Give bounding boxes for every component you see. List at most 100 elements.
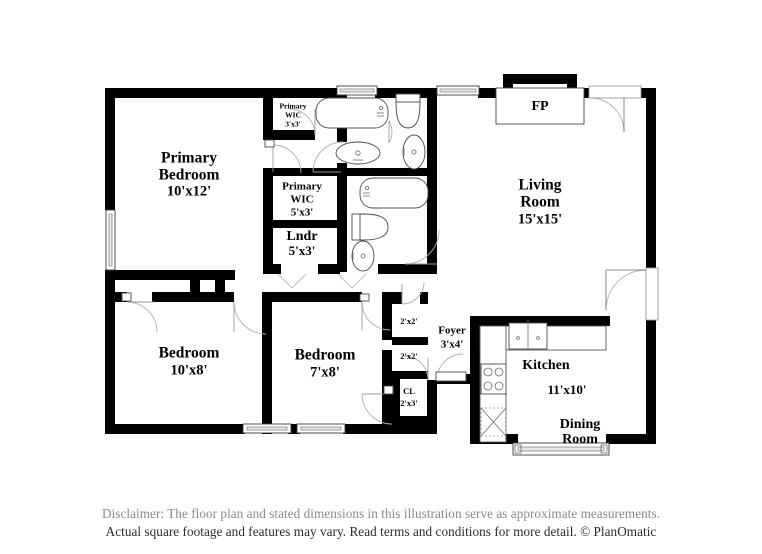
tub-1-drain — [378, 106, 383, 111]
toilet-1 — [395, 97, 421, 129]
window-top-2-pane — [439, 88, 477, 93]
kitchen-dishwasher — [480, 407, 507, 437]
bathtub-2 — [359, 177, 429, 209]
label-laundry-line1: Lndr — [286, 229, 317, 244]
door-arc-closet-a — [401, 281, 425, 305]
kitchen-fixtures-group — [479, 320, 607, 443]
wall-bed2-closet-div — [190, 270, 200, 292]
windows-group — [105, 85, 610, 456]
disclaimer-line-1: Disclaimer: The floor plan and stated di… — [102, 506, 660, 521]
label-primary-wic-small-line2: WIC — [285, 111, 301, 120]
wall-bed2-bed3-divider — [262, 292, 272, 434]
window-dining-jamb-left — [514, 444, 522, 454]
wall-bath-right-lower — [427, 150, 437, 272]
door-arc-bath1 — [312, 141, 344, 173]
label-kitchen-line1: Kitchen — [522, 358, 570, 373]
label-dining-line1: Dining — [560, 417, 600, 432]
wall-bed3-right-a — [382, 292, 392, 340]
window-dining-pane — [517, 446, 605, 452]
window-dining-jamb-right — [600, 444, 608, 454]
wall-bottom-left — [105, 424, 245, 434]
label-primary-wic-small-dim: 3'x3' — [285, 120, 300, 129]
wall-fp-top — [503, 74, 577, 84]
wall-right-upper — [646, 88, 656, 270]
wall-bed3-top — [272, 292, 362, 302]
bath-fixtures-group — [315, 93, 429, 272]
wall-closet-a-right — [420, 292, 428, 304]
bathtub-1 — [315, 97, 389, 129]
wall-dining-bottom-right — [606, 434, 656, 444]
door-leaf-entry — [645, 267, 659, 321]
door-arc-bed2-hall — [233, 301, 267, 335]
wall-right-lower — [646, 320, 656, 444]
burner-4 — [494, 381, 504, 391]
window-left-1-pane — [108, 213, 113, 267]
fireplace-group — [495, 87, 585, 125]
label-closet-b-dim: 2'x2' — [400, 351, 417, 361]
wall-wic-small-bottom — [263, 130, 315, 140]
sink-2-drain — [360, 253, 366, 259]
wall-top-mid2 — [478, 88, 510, 98]
tub-2-drain — [364, 185, 369, 190]
label-living-room-line2: Room — [520, 194, 560, 211]
wall-hall-stub — [215, 270, 225, 292]
kitchen-range — [480, 363, 507, 395]
disclaimer-block: Disclaimer: The floor plan and stated di… — [0, 505, 762, 540]
door-arc-living-top — [589, 97, 625, 133]
label-kitchen-dim: 11'x10' — [547, 382, 586, 397]
label-primary-wic-large-dim: 5'x3' — [291, 207, 314, 219]
wall-left-lower — [105, 270, 115, 434]
burner-1 — [483, 367, 493, 377]
label-foyer-dim: 3'x4' — [441, 339, 464, 351]
sink-corridor — [402, 134, 426, 170]
bifold-wic-large — [277, 273, 307, 289]
wall-pbed-right-upper — [263, 98, 273, 140]
label-primary-bedroom-line2: Bedroom — [159, 167, 220, 184]
wall-bath1-left2 — [337, 163, 347, 272]
sink-1-drain — [355, 150, 361, 156]
label-primary-bedroom-dim: 10'x12' — [167, 183, 211, 199]
label-laundry-dim: 5'x3' — [289, 243, 316, 258]
sink-1 — [335, 141, 381, 165]
wall-bottom-seg2 — [288, 424, 300, 434]
label-fireplace: FP — [531, 99, 549, 114]
wall-hall-bottom-c — [378, 264, 437, 274]
room-labels-group: Primary Bedroom 10'x12' Primary WIC 3'x3… — [159, 99, 601, 447]
door-arc-entry — [605, 269, 647, 311]
wall-dining-corner — [646, 434, 656, 444]
label-dining-line2: Room — [562, 432, 598, 447]
door-jamb-bed3 — [359, 293, 370, 302]
label-bedroom3-dim: 7'x8' — [310, 364, 340, 380]
wall-bed2-top-b — [115, 292, 127, 302]
wall-hall-joint — [225, 270, 235, 280]
wall-hall-bottom-a — [263, 264, 281, 274]
door-jamb-cl — [383, 385, 394, 395]
toilet-1-tank — [395, 93, 421, 103]
wall-hall-upper-left — [115, 270, 225, 280]
wall-closet-a-bottom — [392, 337, 428, 345]
door-leaf-living-top — [588, 85, 642, 99]
label-bedroom2-line1: Bedroom — [159, 345, 220, 362]
burner-2 — [494, 367, 504, 377]
sink-2 — [351, 240, 375, 272]
label-coat-closet-dim: 2'x3' — [400, 398, 417, 408]
window-top-1-pane — [339, 88, 375, 93]
wall-top-left — [105, 88, 337, 98]
wall-kitchen-top — [470, 316, 610, 326]
window-bottom-2-pane — [300, 426, 342, 431]
door-arc-pbed — [272, 144, 302, 174]
doors-group — [121, 85, 659, 425]
toilet-2 — [357, 213, 389, 241]
wall-fp-right — [567, 74, 577, 98]
fireplace-hearth — [495, 87, 585, 125]
wall-bed2-top-a — [152, 292, 234, 302]
label-bedroom2-dim: 10'x8' — [170, 362, 207, 378]
wall-hall-bottom-b — [318, 264, 340, 274]
label-foyer-line1: Foyer — [438, 325, 466, 337]
wall-wic-lndr-divider — [263, 220, 341, 228]
toilet-2-tank — [351, 213, 361, 241]
sink-corridor-drain — [411, 149, 417, 155]
wall-closet-a-left — [392, 292, 402, 304]
